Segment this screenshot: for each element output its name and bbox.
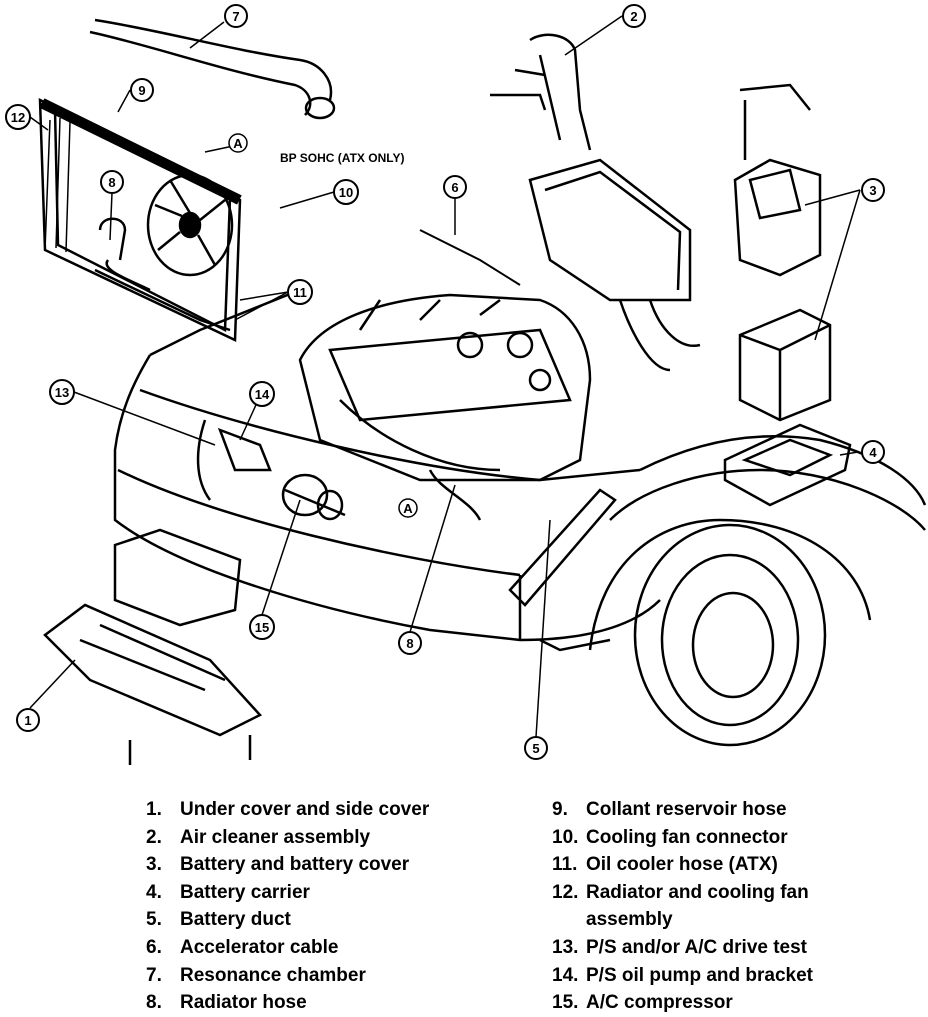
callout-6: 6 (443, 175, 467, 199)
legend-right-column: 9.Collant reservoir hose 10.Cooling fan … (552, 796, 922, 1017)
battery-components (723, 83, 852, 507)
svg-text:12: 12 (11, 110, 25, 125)
callout-7: 7 (224, 4, 248, 28)
callout-2: 2 (622, 4, 646, 28)
legend-item: 9.Collant reservoir hose (552, 799, 787, 820)
ac-compressor (281, 473, 346, 521)
legend-item: 6.Accelerator cable (146, 936, 339, 958)
legend-item: 3.Battery and battery cover (146, 854, 410, 876)
svg-text:3: 3 (869, 183, 876, 198)
svg-text:8: 8 (406, 636, 413, 651)
legend-item: 12.Radiator and cooling fan assembly (552, 881, 809, 931)
crossref-a-radiator: A (228, 133, 248, 153)
radiator-assembly (38, 97, 242, 342)
svg-text:13: 13 (55, 385, 69, 400)
accelerator-cable (419, 229, 521, 286)
svg-text:4: 4 (869, 445, 877, 460)
callout-3: 3 (861, 178, 885, 202)
legend-item: 4.Battery carrier (146, 881, 310, 903)
callout-1: 1 (16, 708, 40, 732)
engine-compartment-diagram: 1 2 3 4 5 6 7 8 8 9 10 11 (5, 4, 927, 765)
svg-text:10: 10 (339, 185, 353, 200)
callout-4: 4 (861, 440, 885, 464)
callout-9: 9 (130, 78, 154, 102)
callout-13: 13 (49, 379, 75, 405)
air-cleaner-assembly (490, 33, 701, 372)
legend-item: 2.Air cleaner assembly (146, 826, 371, 848)
callout-15: 15 (249, 614, 275, 640)
svg-text:A: A (233, 136, 243, 151)
callout-8-radiator: 8 (100, 170, 124, 194)
legend-item: 5.Battery duct (146, 909, 291, 931)
legend-item: 1.Under cover and side cover (146, 799, 430, 820)
legend-item: 11.Oil cooler hose (ATX) (552, 854, 778, 876)
leader-lines (29, 15, 861, 738)
under-cover (43, 528, 263, 765)
callout-10: 10 (333, 179, 359, 205)
svg-text:1: 1 (24, 713, 31, 728)
battery-duct (508, 488, 617, 607)
svg-text:15: 15 (255, 620, 269, 635)
ps-oil-pump (196, 419, 272, 501)
svg-text:9: 9 (138, 83, 145, 98)
variant-note: BP SOHC (ATX ONLY) (280, 151, 404, 165)
svg-text:11: 11 (293, 285, 307, 300)
callout-11: 11 (287, 279, 313, 305)
legend-left-column: 1.Under cover and side cover 2.Air clean… (146, 796, 526, 1017)
callout-12: 12 (5, 104, 31, 130)
legend-item: 14.P/S oil pump and bracket (552, 964, 813, 986)
svg-text:5: 5 (532, 741, 539, 756)
legend-item: 13.P/S and/or A/C drive test (552, 936, 808, 958)
resonance-chamber (89, 18, 336, 120)
svg-text:14: 14 (255, 387, 270, 402)
legend-item: 8.Radiator hose (146, 992, 307, 1014)
legend-item: 15.A/C compressor (552, 992, 733, 1014)
svg-text:8: 8 (108, 175, 115, 190)
callout-14: 14 (249, 381, 275, 407)
svg-text:6: 6 (451, 180, 458, 195)
car-body-outline (113, 288, 927, 747)
svg-text:2: 2 (630, 9, 637, 24)
legend-item: 10.Cooling fan connector (552, 826, 788, 848)
callout-8-engine: 8 (398, 631, 422, 655)
svg-text:A: A (403, 501, 413, 516)
crossref-a-engine: A (398, 498, 418, 518)
legend-item: 7.Resonance chamber (146, 964, 366, 986)
svg-text:7: 7 (232, 9, 239, 24)
callout-5: 5 (524, 736, 548, 760)
engine-block (298, 293, 592, 521)
